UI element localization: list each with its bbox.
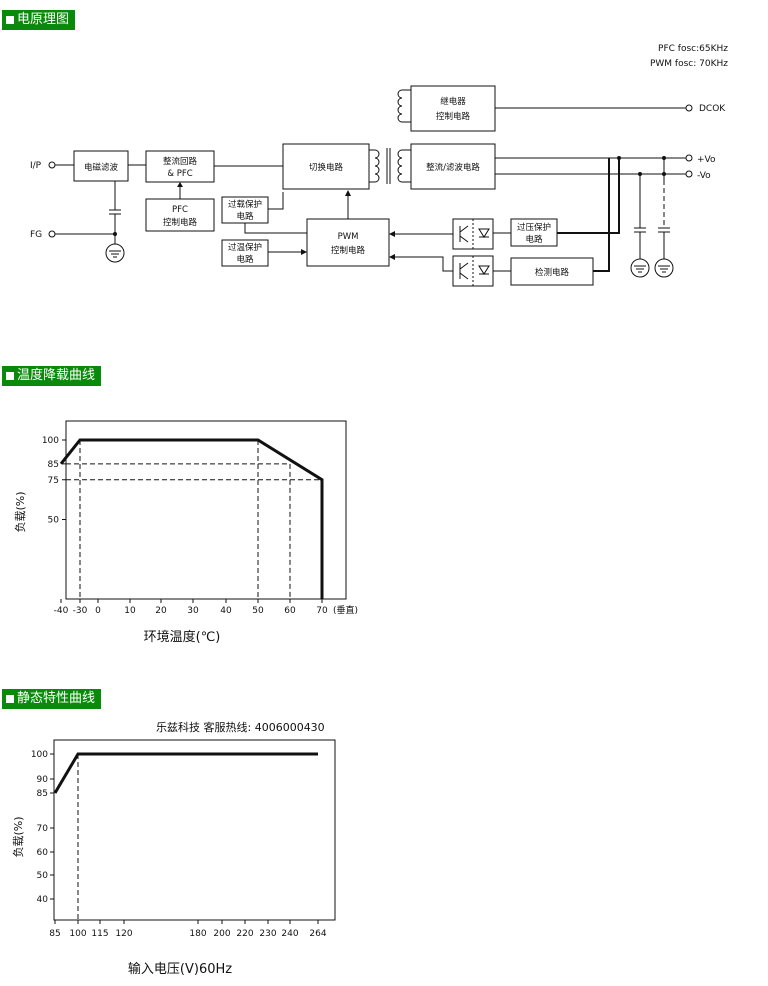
x-tick-label: -40 — [54, 606, 69, 616]
fg-label: FG — [30, 230, 42, 240]
transformer-icon — [374, 148, 403, 184]
ovp-label: 电路 — [525, 234, 543, 245]
y-tick-label: 70 — [37, 824, 49, 834]
bullet-square-icon — [6, 16, 14, 24]
x-tick-label: 264 — [309, 929, 326, 939]
x-tick-suffix: (垂直) — [333, 604, 358, 616]
static-x-axis-label: 输入电压(V)60Hz — [128, 961, 232, 977]
derating-series-line — [59, 438, 324, 599]
y-tick-label: 60 — [37, 848, 49, 858]
vo-minus-label: -Vo — [697, 171, 711, 181]
dcok-label: DCOK — [699, 104, 726, 114]
derating-plot-area — [65, 420, 347, 600]
olp-label: 过载保护 — [228, 199, 262, 210]
x-tick-label: 240 — [281, 929, 298, 939]
ground-icon — [630, 258, 650, 278]
x-tick-label: 230 — [259, 929, 276, 939]
pwm-label: 控制电路 — [331, 245, 366, 256]
olp-label: 电路 — [236, 211, 254, 222]
rectifier-label: & PFC — [167, 169, 192, 179]
vo-plus-terminal — [685, 154, 693, 162]
x-tick-label: 70 — [316, 606, 328, 616]
otp-label: 电路 — [236, 254, 254, 265]
derating-y-axis-label: 负载(%) — [13, 491, 27, 532]
y-tick-label: 90 — [37, 775, 49, 785]
ground-icon — [105, 243, 125, 263]
vo-plus-label: +Vo — [697, 155, 716, 165]
y-tick-label: 100 — [31, 750, 48, 760]
ground-icon — [654, 258, 674, 278]
vo-minus-terminal — [685, 170, 693, 178]
x-tick-label: 220 — [236, 929, 253, 939]
x-tick-label: 200 — [213, 929, 230, 939]
section-title: 温度降载曲线 — [17, 368, 96, 383]
x-tick-label: 40 — [220, 606, 232, 616]
pfc-control-block — [145, 198, 215, 232]
pfc-fosc-label: PFC fosc:65KHz — [658, 44, 728, 54]
y-tick-label: 50 — [37, 871, 49, 881]
otp-block — [221, 239, 269, 267]
x-tick-label: 20 — [155, 606, 167, 616]
pwm-control-block — [306, 218, 390, 267]
static-plot-area — [53, 739, 336, 921]
bullet-square-icon — [6, 695, 14, 703]
detect-label: 检测电路 — [535, 267, 570, 278]
x-tick-label: 180 — [189, 929, 206, 939]
otp-label: 过温保护 — [228, 242, 262, 253]
output-filter-label: 整流/滤波电路 — [426, 162, 480, 173]
x-tick-label: 100 — [69, 929, 86, 939]
section-title: 静态特性曲线 — [17, 691, 96, 706]
rectifier-label: 整流回路 — [163, 156, 198, 167]
pfc-control-label: 控制电路 — [163, 217, 198, 228]
x-tick-label: 85 — [49, 929, 60, 939]
y-tick-label: 85 — [48, 460, 59, 470]
static-series-line — [53, 752, 318, 794]
relay-label: 继电器 — [440, 96, 466, 107]
y-tick-label: 85 — [37, 789, 48, 799]
x-tick-label: 60 — [284, 606, 296, 616]
x-tick-label: 0 — [95, 606, 101, 616]
x-tick-label: -30 — [73, 606, 88, 616]
derating-x-axis-label: 环境温度(℃) — [144, 629, 221, 645]
rectifier-pfc-block — [145, 150, 215, 183]
switching-block — [282, 143, 370, 190]
y-tick-label: 50 — [48, 516, 60, 526]
y-tick-label: 40 — [37, 895, 49, 905]
x-tick-label: 50 — [252, 606, 264, 616]
emi-filter-label: 电磁滤波 — [84, 162, 119, 173]
ovp-block — [510, 218, 558, 247]
section-header-derating: 温度降载曲线 — [2, 366, 102, 386]
emi-filter-block — [73, 150, 129, 182]
switching-label: 切换电路 — [309, 162, 344, 173]
dcok-terminal — [685, 104, 693, 112]
x-tick-label: 10 — [124, 606, 136, 616]
transformer-icon — [397, 89, 403, 123]
section-title: 电原理图 — [17, 12, 70, 27]
pfc-control-label: PFC — [172, 205, 188, 215]
y-tick-label: 100 — [42, 436, 59, 446]
static-y-axis-label: 负载(%) — [11, 816, 25, 857]
pwm-fosc-label: PWM fosc: 70KHz — [650, 59, 728, 69]
relay-label: 控制电路 — [436, 111, 471, 122]
detect-block — [510, 257, 594, 286]
ovp-label: 过压保护 — [517, 222, 551, 233]
olp-block — [221, 196, 269, 224]
section-header-static: 静态特性曲线 — [2, 689, 102, 709]
y-tick-label: 75 — [48, 476, 59, 486]
optocoupler-icon — [452, 218, 494, 250]
ip-label: I/P — [30, 161, 42, 171]
pwm-label: PWM — [338, 232, 359, 242]
bullet-square-icon — [6, 372, 14, 380]
x-tick-label: 120 — [115, 929, 132, 939]
x-tick-label: 30 — [187, 606, 199, 616]
section-header-schematic: 电原理图 — [2, 10, 76, 30]
output-filter-block — [410, 143, 496, 190]
x-tick-label: 115 — [91, 929, 108, 939]
watermark-text: 乐兹科技 客服热线: 4006000430 — [156, 720, 325, 734]
